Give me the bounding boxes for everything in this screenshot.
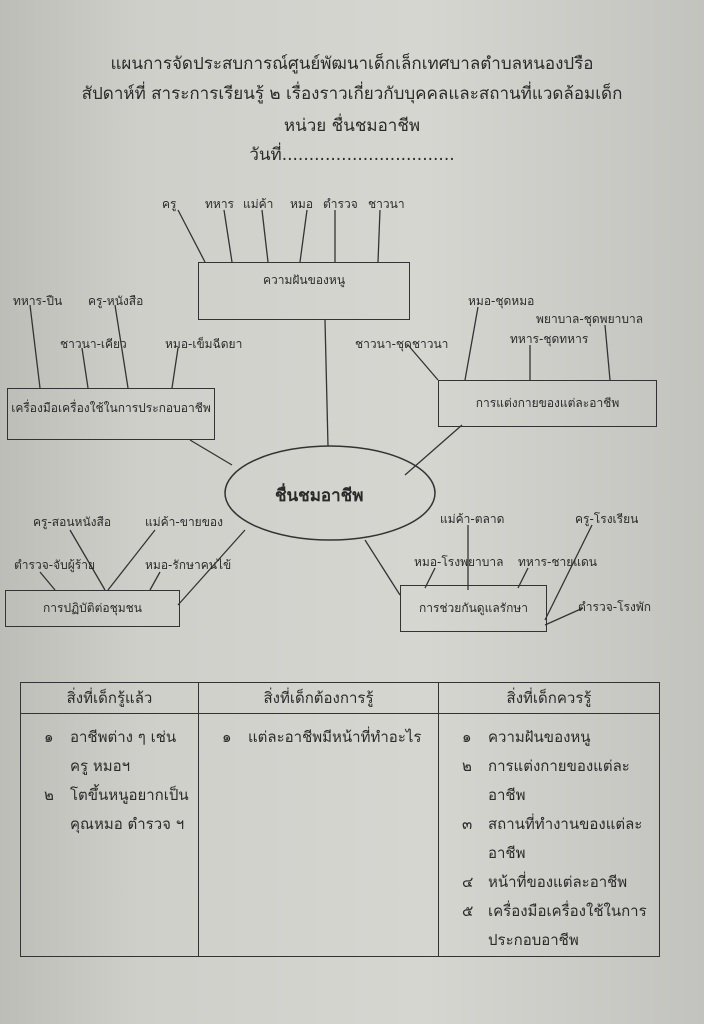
dream-title: ความฝันของหนู — [262, 273, 346, 287]
item-number: ๒ — [462, 757, 472, 775]
dress-title: การแต่งกายของแต่ละอาชีพ — [475, 396, 620, 410]
item-number: ๓ — [462, 815, 473, 833]
list-item: ๑ ความฝันของหนู — [462, 723, 650, 752]
item-number: ๑ — [222, 728, 232, 746]
care-item: ทหาร-ชายแดน — [518, 555, 597, 569]
dream-item: ทหาร — [205, 197, 235, 211]
care-title: การช่วยกันดูแลรักษา — [418, 601, 529, 615]
dream-item: หมอ — [290, 197, 314, 211]
item-text: การแต่งกายของแต่ละอาชีพ — [488, 757, 630, 804]
item-number: ๕ — [462, 902, 474, 920]
item-text: หน้าที่ของแต่ละอาชีพ — [488, 873, 628, 891]
item-number: ๑ — [44, 728, 54, 746]
dream-item: แม่ค้า — [243, 197, 274, 211]
dress-item: ทหาร-ชุดทหาร — [510, 332, 589, 346]
unit-title: หน่วย ชื่นชมอาชีพ — [283, 116, 421, 136]
item-number: ๔ — [462, 873, 474, 891]
header-known: สิ่งที่เด็กรู้แล้ว — [20, 682, 199, 714]
doc-subtitle: สัปดาห์ที่ สาระการเรียนรู้ ๒ เรื่องราวเก… — [81, 84, 623, 104]
list-item: ๑ อาชีพต่าง ๆ เช่น ครู หมอฯ — [44, 723, 189, 781]
tools-item: ชาวนา-เคียว — [60, 337, 127, 351]
care-box: การช่วยกันดูแลรักษา — [400, 585, 547, 632]
care-item: แม่ค้า-ตลาด — [440, 512, 505, 526]
want-cell: ๑ แต่ละอาชีพมีหน้าที่ทำอะไร — [198, 713, 439, 957]
community-title: การปฏิบัติต่อชุมชน — [43, 601, 142, 615]
tools-box: เครื่องมือเครื่องใช้ในการประกอบอาชีพ — [7, 388, 215, 440]
community-item: ตำรวจ-จับผู้ร้าย — [14, 558, 95, 572]
date-line: วันที่................................ — [249, 145, 455, 165]
list-item: ๔ หน้าที่ของแต่ละอาชีพ — [462, 868, 650, 897]
dream-item: ครู — [162, 197, 177, 211]
dress-box: การแต่งกายของแต่ละอาชีพ — [438, 380, 657, 427]
list-item: ๓ สถานที่ทำงานของแต่ละอาชีพ — [462, 810, 650, 868]
dress-item: พยาบาล-ชุดพยาบาล — [536, 312, 644, 326]
header-want: สิ่งที่เด็กต้องการรู้ — [198, 682, 439, 714]
item-text: แต่ละอาชีพมีหน้าที่ทำอะไร — [248, 728, 422, 746]
item-number: ๑ — [462, 728, 472, 746]
tools-item: ครู-หนังสือ — [88, 294, 144, 308]
list-item: ๕ เครื่องมือเครื่องใช้ในการประกอบอาชีพ — [462, 897, 650, 955]
item-text: สถานที่ทำงานของแต่ละอาชีพ — [488, 815, 643, 862]
list-item: ๒ การแต่งกายของแต่ละอาชีพ — [462, 752, 650, 810]
doc-title: แผนการจัดประสบการณ์ศูนย์พัฒนาเด็กเล็กเทศ… — [110, 54, 594, 74]
dream-item: ชาวนา — [368, 197, 405, 211]
item-text: อาชีพต่าง ๆ เช่น ครู หมอฯ — [70, 728, 177, 775]
care-item: ตำรวจ-โรงพัก — [578, 600, 652, 614]
should-cell: ๑ ความฝันของหนู๒ การแต่งกายของแต่ละอาชีพ๓ส… — [438, 713, 660, 957]
dream-item: ตำรวจ — [323, 197, 358, 211]
item-number: ๒ — [44, 786, 54, 804]
dream-box: ความฝันของหนู — [198, 262, 410, 320]
list-item: ๒ โตขึ้นหนูอยากเป็นคุณหมอ ตำรวจ ฯ — [44, 781, 189, 839]
list-item: ๑ แต่ละอาชีพมีหน้าที่ทำอะไร — [222, 723, 429, 752]
item-text: เครื่องมือเครื่องใช้ในการประกอบอาชีพ — [488, 902, 647, 949]
tools-item: หมอ-เข็มฉีดยา — [165, 337, 243, 351]
community-box: การปฏิบัติต่อชุมชน — [5, 590, 180, 627]
community-item: แม่ค้า-ขายของ — [145, 515, 223, 529]
item-text: โตขึ้นหนูอยากเป็นคุณหมอ ตำรวจ ฯ — [70, 786, 189, 833]
dress-item: ชาวนา-ชุดชาวนา — [355, 337, 449, 351]
community-item: หมอ-รักษาคนไข้ — [145, 558, 232, 572]
community-item: ครู-สอนหนังสือ — [33, 515, 112, 529]
care-item: ครู-โรงเรียน — [575, 512, 639, 526]
known-cell: ๑ อาชีพต่าง ๆ เช่น ครู หมอฯ๒ โตขึ้นหนูอยาก… — [20, 713, 199, 957]
mindmap-lines — [29, 209, 611, 626]
item-text: ความฝันของหนู — [488, 728, 591, 746]
care-item: หมอ-โรงพยาบาล — [414, 555, 504, 569]
tools-title: เครื่องมือเครื่องใช้ในการประกอบอาชีพ — [11, 401, 211, 415]
kwl-table: สิ่งที่เด็กรู้แล้ว สิ่งที่เด็กต้องการรู้… — [20, 682, 660, 957]
dress-item: หมอ-ชุดหมอ — [468, 294, 535, 308]
center-topic: ชื่นชมอาชีพ — [275, 486, 364, 506]
header-should: สิ่งที่เด็กควรรู้ — [438, 682, 660, 714]
tools-item: ทหาร-ปืน — [13, 294, 63, 308]
